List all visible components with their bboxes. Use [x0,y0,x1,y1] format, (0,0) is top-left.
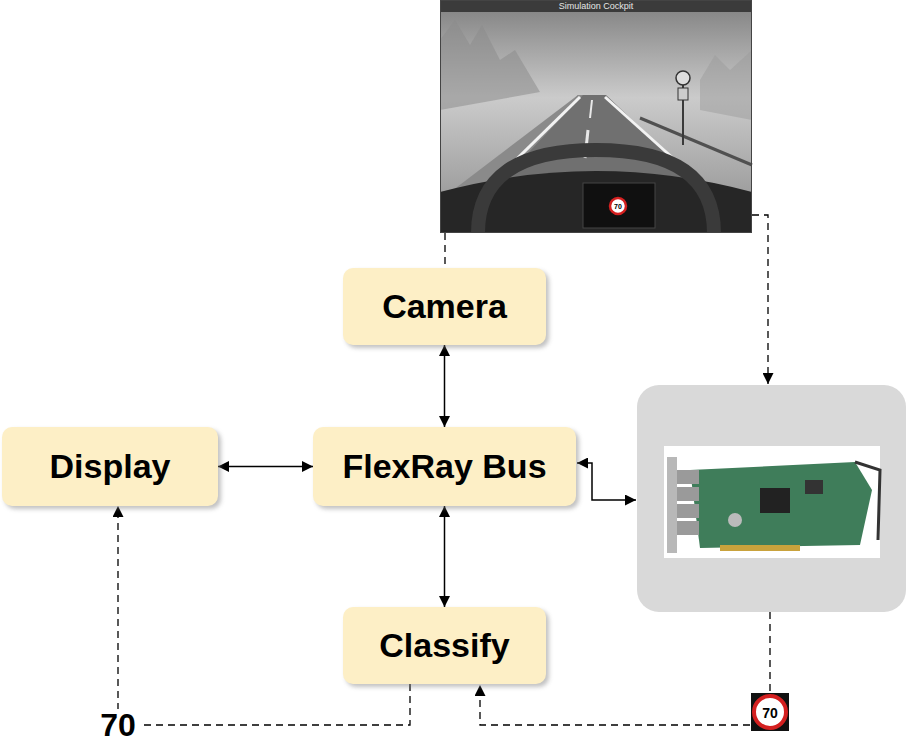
box-label: Classify [379,626,509,665]
sign-number: 70 [762,706,778,720]
box-label: FlexRay Bus [342,447,546,486]
process-box: Display [2,427,218,506]
simulation-screenshot [440,0,752,233]
connector-arrow [218,466,313,468]
hardware-box [637,385,906,612]
edge-label: 70 [97,709,139,741]
connector-arrow [444,506,446,607]
connector-arrow [444,345,446,427]
box-label: Display [50,447,171,486]
speed-sign-icon [751,693,789,731]
window-title: Simulation Cockpit [559,2,634,11]
process-box: Classify [343,607,546,684]
sign-number: 70 [614,203,622,210]
bus-wire [577,463,636,500]
process-box: Camera [343,268,546,345]
box-label: Camera [382,287,507,326]
process-box: FlexRay Bus [313,427,576,506]
